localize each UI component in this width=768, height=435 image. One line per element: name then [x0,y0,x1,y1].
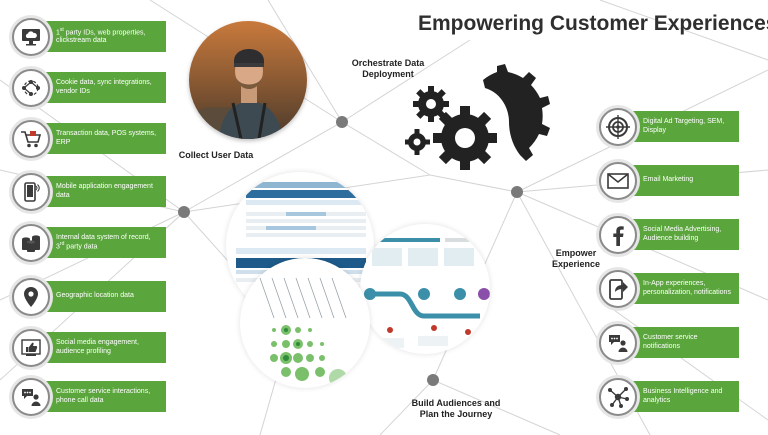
channel-label: Email Marketing [625,165,739,196]
source-label: Geographic location data [38,281,166,312]
channel-label: In-App experiences, personalization, not… [625,273,739,304]
source-label: Mobile application engagement data [38,176,166,207]
shopping-cart-icon [12,120,50,158]
map-pin-icon [12,278,50,316]
heatmap-bubble [240,258,370,388]
channel-label: Customer service notifications [625,327,739,358]
source-label: Transaction data, POS systems, ERP [38,123,166,154]
facebook-icon [599,216,637,254]
source-label: Customer service interactions, phone cal… [38,381,166,412]
gears-icon [405,64,550,170]
envelope-icon [599,162,637,200]
source-label: Social media engagement, audience profil… [38,332,166,363]
source-label: Internal data system of record, 3rd part… [38,227,166,258]
cloud-monitor-icon [12,18,50,56]
channel-label: Business Intelligence and analytics [625,381,739,412]
chat-person-icon [12,378,50,416]
thumbs-up-icon [12,329,50,367]
empower-node [511,186,523,198]
build-label: Build Audiences and Plan the Journey [411,398,501,420]
collect-node [178,206,190,218]
source-label: 1st party IDs, web properties, clickstre… [38,21,166,52]
target-icon [599,108,637,146]
channel-label: Digital Ad Targeting, SEM, Display [625,111,739,142]
page-title: Empowering Customer Experiences [418,12,768,35]
user-photo [189,21,307,139]
orchestrate-label: Orchestrate Data Deployment [351,58,425,80]
collect-label: Collect User Data [178,150,254,160]
journey-map-bubble [360,224,490,354]
build-node [427,374,439,386]
chat-person-icon [599,324,637,362]
network-sync-icon [12,69,50,107]
source-label: Cookie data, sync integrations, vendor I… [38,72,166,103]
database-icon [12,224,50,262]
share-phone-icon [599,270,637,308]
channel-label: Social Media Advertising, Audience build… [625,219,739,250]
network-nodes-icon [599,378,637,416]
empower-label: Empower Experience [551,248,601,270]
photo-node [336,116,348,128]
mobile-phone-icon [12,173,50,211]
